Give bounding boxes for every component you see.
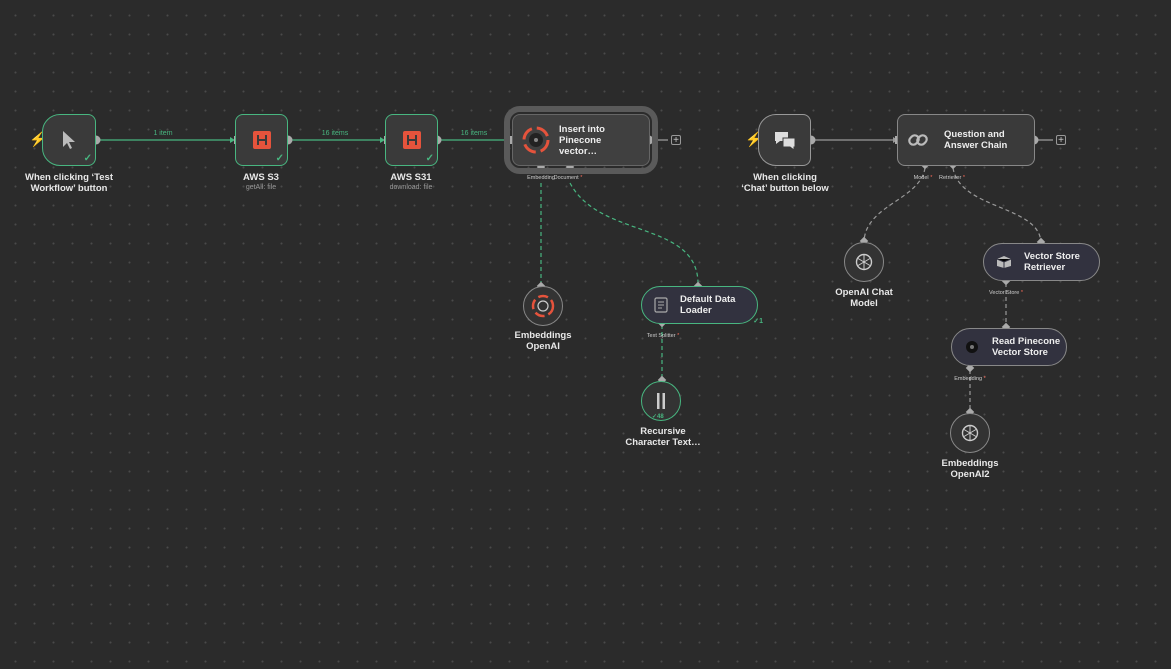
vector-store-retriever-label: Vector Store Retriever (1024, 251, 1080, 273)
openai-icon (855, 253, 873, 271)
openai-icon (531, 294, 555, 318)
port-embedding-label: Embedding * (954, 376, 986, 382)
recursive-text-splitter-node[interactable]: ✓48 (641, 381, 681, 421)
read-pinecone-label: Read Pinecone Vector Store (992, 336, 1061, 358)
manual-trigger-node[interactable]: ✓ (42, 114, 96, 166)
chain-link-icon (908, 134, 928, 146)
add-node-button[interactable]: + (1056, 135, 1066, 146)
success-check-icon: ✓ (275, 153, 284, 164)
port-embedding-label: Embedding (527, 175, 555, 181)
qa-chain-node[interactable]: Question and Answer Chain (897, 114, 1035, 166)
openai-chat-model-node[interactable] (844, 242, 884, 282)
success-check-icon: ✓48 (652, 414, 664, 420)
port-text-splitter-label: Text Splitter * (646, 333, 680, 339)
edge-retriever-to-qa[interactable] (952, 167, 1042, 244)
aws-s31-subtitle: download: file (389, 184, 433, 191)
pinecone-icon (966, 341, 978, 353)
pinecone-icon (522, 126, 550, 154)
embeddings-openai2-label: Embeddings OpenAI2 (941, 458, 999, 480)
embeddings-openai2-node[interactable] (950, 413, 990, 453)
edge-item-count: 16 items (460, 130, 488, 137)
port-vector-store-label: Vector Store * (989, 290, 1023, 296)
chat-trigger-node[interactable] (758, 114, 811, 166)
edge-model-to-qa[interactable] (863, 167, 926, 243)
openai-chat-model-label: OpenAI Chat Model (835, 287, 893, 309)
success-check-icon: ✓ (83, 153, 92, 164)
success-check-icon: ✓ (425, 153, 434, 164)
edge-item-count: 16 items (321, 130, 349, 137)
chat-trigger-label: When clicking ‘Chat’ button below (741, 172, 829, 194)
document-icon (654, 297, 668, 313)
openai-icon (961, 424, 979, 442)
aws-s31-label: AWS S31 (390, 172, 432, 183)
embeddings-openai-node[interactable] (523, 286, 563, 326)
aws-s3-label: AWS S3 (243, 172, 279, 183)
aws-s3-icon (402, 131, 421, 149)
port-document-label: Document * (553, 175, 583, 181)
vector-store-retriever-node[interactable]: Vector Store Retriever (983, 243, 1100, 281)
port-model-label: Model * (913, 175, 933, 181)
aws-s3-icon (252, 131, 271, 149)
insert-pinecone-label: Insert into Pinecone vector… (559, 123, 605, 157)
success-check-icon: ✓1 (753, 318, 763, 325)
aws-s3-node[interactable]: ✓ (235, 114, 288, 166)
add-node-button[interactable]: + (671, 135, 681, 146)
insert-pinecone-node[interactable]: Insert into Pinecone vector… (504, 106, 658, 174)
port-retriever-label: Retriever * (939, 175, 965, 181)
box-icon (996, 256, 1012, 268)
aws-s31-node[interactable]: ✓ (385, 114, 438, 166)
manual-trigger-label: When clicking ‘Test Workflow’ button (25, 172, 113, 194)
default-data-loader-label: Default Data Loader (680, 294, 736, 316)
aws-s3-subtitle: getAll: file (245, 184, 277, 191)
default-data-loader-node[interactable]: Default Data Loader ✓1 (641, 286, 763, 325)
edge-loader-to-insert[interactable] (569, 182, 699, 287)
chat-bubbles-icon (774, 132, 795, 150)
splitter-icon (657, 393, 665, 409)
embeddings-openai-label: Embeddings OpenAI (514, 330, 572, 352)
edge-item-count: 1 item (153, 130, 173, 137)
read-pinecone-node[interactable]: Read Pinecone Vector Store (951, 328, 1067, 366)
cursor-icon (63, 131, 75, 149)
qa-chain-label: Question and Answer Chain (944, 129, 1008, 151)
recursive-text-splitter-label: Recursive Character Text… (625, 426, 701, 448)
